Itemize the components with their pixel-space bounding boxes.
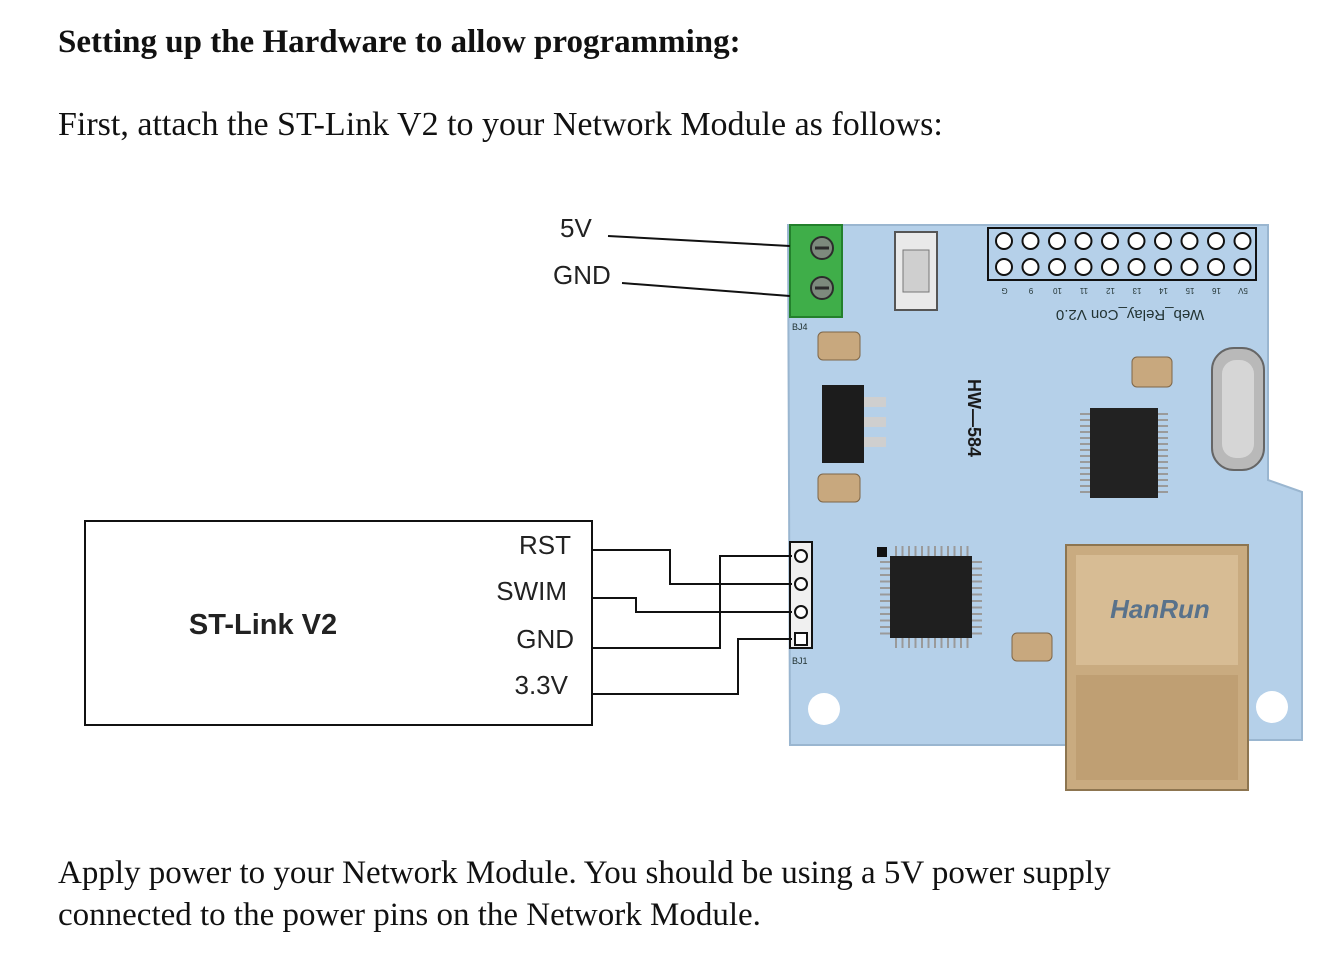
- stlink-pin-gnd: GND: [516, 624, 574, 654]
- mounting-hole-icon: [1256, 691, 1288, 723]
- wire-5v: [607, 235, 791, 247]
- wire-gnd-swim: [592, 555, 792, 649]
- pin-number-label: 9: [1028, 286, 1033, 295]
- power-terminal: [789, 224, 843, 318]
- header-pin: [1233, 232, 1252, 250]
- stlink-name: ST-Link V2: [189, 609, 337, 641]
- stlink-box: [84, 520, 593, 726]
- stlink-programmer: ST-Link V2 RST SWIM GND 3.3V: [84, 520, 593, 726]
- header-pin: [1180, 232, 1199, 250]
- wire-gnd: [621, 282, 791, 297]
- pin-number-label: 12: [1106, 286, 1115, 295]
- jack-brand-logo: HanRun: [1110, 594, 1210, 624]
- header-pin: [1021, 258, 1040, 276]
- microcontroller-chip: [877, 546, 982, 648]
- header-pin: [1021, 232, 1040, 250]
- board-model-label: HW—584: [964, 379, 984, 457]
- stlink-pin-3v3: 3.3V: [515, 670, 569, 700]
- ethernet-jack: [1065, 544, 1249, 791]
- swim-wires: [592, 549, 792, 695]
- outro-line-2: connected to the power pins on the Netwo…: [58, 897, 761, 933]
- header-pin: [1154, 232, 1172, 250]
- header-pin: [1101, 258, 1119, 276]
- swim-header: [789, 541, 813, 649]
- reset-button-icon: [894, 231, 938, 311]
- header-pin: [1074, 232, 1093, 250]
- header-pin: [1154, 258, 1172, 276]
- header-pin: [1127, 258, 1146, 276]
- crystal-oscillator-icon: [1211, 347, 1265, 471]
- power-wires: 5V GND: [553, 213, 791, 297]
- stlink-pin-rst: RST: [519, 530, 571, 560]
- ethernet-controller-chip: [1080, 408, 1168, 498]
- mounting-hole-icon: [808, 693, 840, 725]
- pin-number-label: 14: [1159, 286, 1168, 295]
- wire-swim: [592, 597, 792, 613]
- header-pin: [1207, 258, 1225, 276]
- pin-number-label: 5V: [1237, 286, 1247, 295]
- pin-number-row: 5V 16 15 14 13 12 11 10 9 G: [1001, 286, 1248, 295]
- header-pin: [1233, 258, 1252, 276]
- terminal-label: BJ4: [792, 322, 808, 332]
- board-silkscreen: Web_Relay_Con V2.0: [1056, 306, 1204, 323]
- header-pin: [1074, 258, 1093, 276]
- power-label-5v: 5V: [560, 213, 592, 243]
- power-label-gnd: GND: [553, 260, 611, 290]
- outro-paragraph: Apply power to your Network Module. You …: [58, 852, 1298, 936]
- network-module-board: BJ4 5V 16 15 14 13 12 11 10 9 G Web_Relay_Con V2.…: [786, 224, 1303, 791]
- header-pin: [1180, 258, 1199, 276]
- header-pin: [1101, 232, 1119, 250]
- wire-rst: [592, 549, 792, 585]
- pin-number-label: 15: [1185, 286, 1194, 295]
- pin-number-label: 10: [1053, 286, 1062, 295]
- wiring-diagram: BJ4 5V 16 15 14 13 12 11 10 9 G Web_Relay_Con V2.…: [84, 213, 1303, 791]
- relay-pin-header: [987, 227, 1257, 281]
- wire-3v3: [592, 638, 792, 695]
- outro-line-1: Apply power to your Network Module. You …: [58, 855, 1111, 891]
- header-pin: [1127, 232, 1146, 250]
- header-pin: [995, 232, 1013, 250]
- swim-header-label: BJ1: [792, 656, 808, 666]
- pin-number-label: 13: [1132, 286, 1141, 295]
- pin-number-label: 16: [1212, 286, 1221, 295]
- header-pin: [995, 258, 1013, 276]
- header-pin: [1048, 258, 1066, 276]
- voltage-regulator-icon: [822, 385, 886, 463]
- header-pin: [1207, 232, 1225, 250]
- capacitors: [817, 331, 1173, 662]
- header-pin: [1048, 232, 1066, 250]
- pin-number-label: G: [1001, 286, 1007, 295]
- stlink-pin-swim: SWIM: [496, 576, 567, 606]
- pin-number-label: 11: [1079, 286, 1088, 295]
- page-heading: Setting up the Hardware to allow program…: [58, 24, 741, 60]
- intro-paragraph: First, attach the ST-Link V2 to your Net…: [58, 106, 943, 143]
